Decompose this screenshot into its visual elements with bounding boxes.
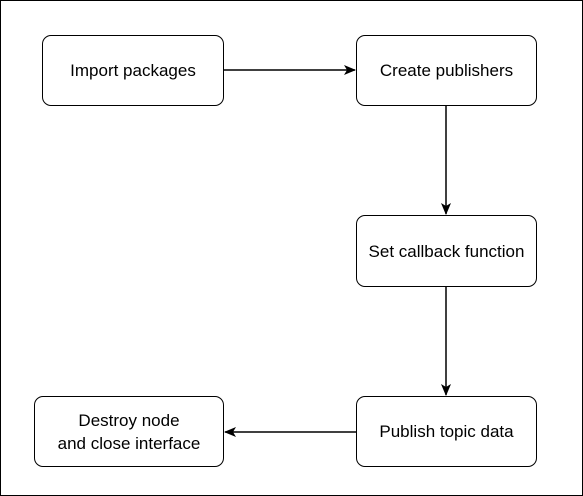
node-publish-topic-data: Publish topic data [356,396,537,467]
node-create-publishers: Create publishers [356,35,537,106]
node-set-callback-function-label: Set callback function [368,241,525,261]
node-create-publishers-label: Create publishers [379,61,514,80]
node-destroy-node-label: Destroy node and close interface [57,410,201,453]
node-import-packages: Import packages [42,35,224,106]
node-destroy-node: Destroy node and close interface [34,396,224,467]
node-import-packages-label: Import packages [70,61,196,80]
node-publish-topic-data-label: Publish topic data [379,422,514,441]
node-set-callback-function: Set callback function [356,215,537,287]
